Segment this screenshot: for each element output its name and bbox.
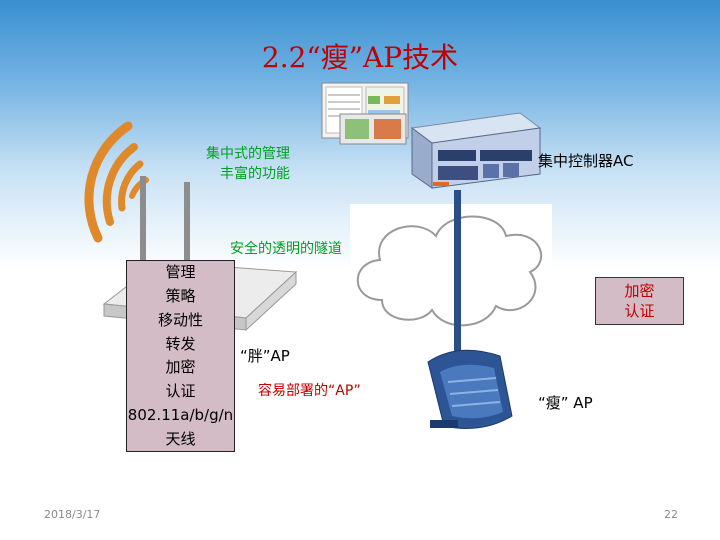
fat-ap-function: 移动性: [157, 310, 203, 329]
wireless-signal-icon: [84, 121, 149, 243]
tunnel-link: [454, 190, 461, 358]
fat-ap-function: 管理: [165, 263, 196, 282]
network-cloud: [350, 204, 552, 336]
fat-ap-function: 认证: [165, 382, 196, 401]
slide-title: 2.2“瘦”AP技术: [261, 41, 459, 74]
central-management-text: 集中式的管理: [206, 146, 290, 162]
management-console-screens: [321, 82, 409, 145]
thin-ap-label: “瘦” AP: [538, 394, 593, 412]
page-number: 22: [664, 508, 678, 521]
fat-ap-function: 802.11a/b/g/n: [127, 405, 234, 424]
thin-ap-function: 认证: [624, 302, 655, 320]
controller-label: 集中控制器AC: [538, 152, 634, 170]
thin-ap-device: [427, 349, 513, 429]
fat-ap-function: 天线: [165, 429, 196, 448]
footer-date: 2018/3/17: [44, 508, 101, 521]
fat-ap-function: 加密: [165, 358, 196, 377]
secure-tunnel-text: 安全的透明的隧道: [230, 241, 342, 257]
controller-device: [410, 112, 542, 189]
fat-ap-function: 策略: [165, 287, 196, 306]
fat-ap-label: “胖”AP: [240, 347, 290, 365]
easy-deploy-label: 容易部署的“AP”: [258, 383, 361, 399]
fat-ap-function: 转发: [165, 334, 196, 353]
thin-ap-function: 加密: [624, 281, 655, 300]
fat-ap-function-stack: 管理 策略 移动性 转发 加密 认证 802.11a/b/g/n 天线: [126, 260, 235, 452]
rich-features-text: 丰富的功能: [220, 166, 290, 182]
thin-ap-function-box: 加密 认证: [595, 277, 684, 325]
